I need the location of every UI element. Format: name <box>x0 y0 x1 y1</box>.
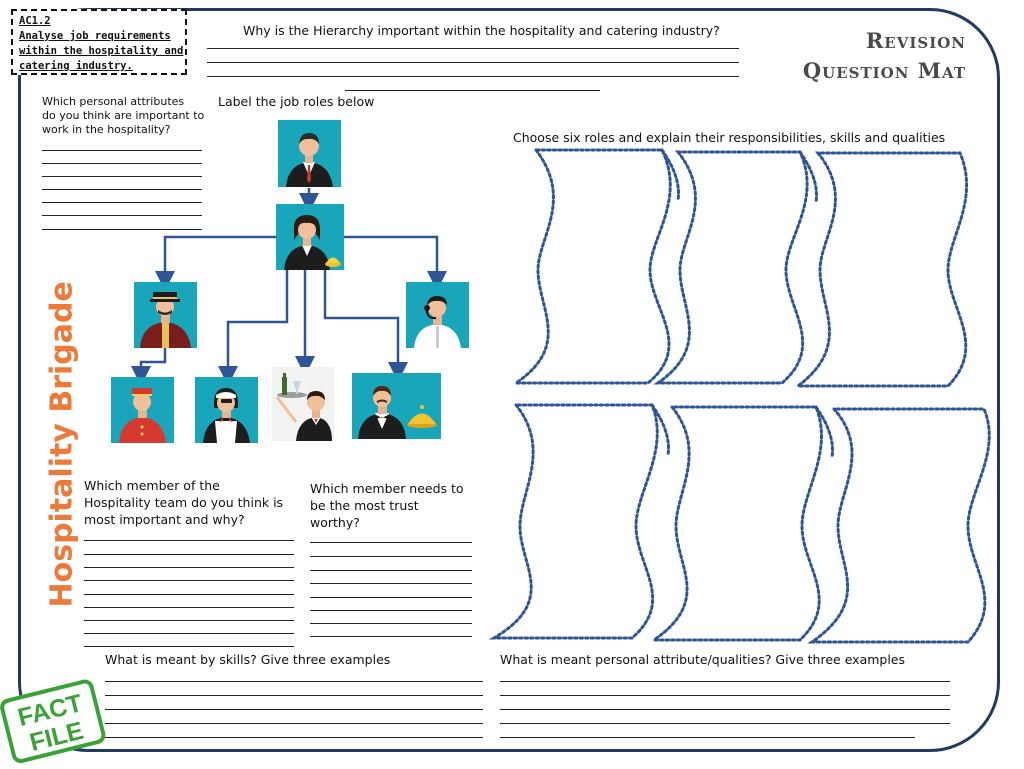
label-prompt: Label the job roles below <box>218 94 375 109</box>
answer-line <box>84 554 294 555</box>
attributes-question-line-2: do you think are important to <box>42 109 205 122</box>
answer-line <box>310 542 472 543</box>
manager-figure <box>278 120 341 187</box>
receptionist-figure <box>276 204 344 270</box>
answer-line <box>207 76 739 77</box>
role-scroll-5 <box>649 405 823 642</box>
concierge-figure <box>134 282 197 348</box>
waiter-icon <box>358 386 437 439</box>
answer-line <box>42 229 202 230</box>
trust-question-line-1: Which member needs to <box>310 481 464 496</box>
role-scroll-5-edge <box>814 405 834 459</box>
role-scroll-4 <box>488 403 659 640</box>
answer-line <box>105 737 483 738</box>
answer-line <box>310 623 472 624</box>
skills-question: What is meant by skills? Give three exam… <box>105 652 391 667</box>
important-question-line-1: Which member of the <box>84 478 220 493</box>
bellboy-icon <box>119 388 166 443</box>
answer-line <box>310 610 472 611</box>
answer-line <box>105 709 483 710</box>
answer-line <box>105 681 483 682</box>
answer-line <box>105 723 483 724</box>
attributes-question-line-3: work in the hospitality? <box>42 123 171 136</box>
manager-icon <box>286 133 333 187</box>
answer-line <box>310 636 472 637</box>
answer-line <box>84 567 294 568</box>
answer-line <box>500 681 950 682</box>
answer-line <box>84 646 294 647</box>
housekeeper-icon <box>203 388 250 443</box>
role-scroll-2-edge <box>798 150 818 204</box>
answer-line <box>310 597 472 598</box>
answer-line <box>42 215 202 216</box>
ac-text-line-3: catering industry. <box>19 60 133 72</box>
answer-line <box>207 48 739 49</box>
housekeeper-figure <box>195 377 258 443</box>
title-question-mat: Question Mat <box>802 58 966 83</box>
answer-line <box>500 723 950 724</box>
answer-line <box>84 594 294 595</box>
ac-text-line-2: within the hospitality and <box>19 45 184 57</box>
answer-line <box>500 709 950 710</box>
bellboy-figure <box>111 377 174 443</box>
important-question-line-3: most important and why? <box>84 512 245 527</box>
answer-line <box>310 583 472 584</box>
ac-text-line-1: Analyse job requirements <box>19 30 171 42</box>
answer-line <box>84 580 294 581</box>
answer-line <box>42 176 202 177</box>
attributes-question-line-1: Which personal attributes <box>42 95 185 108</box>
answer-line <box>310 570 472 571</box>
choose-roles-prompt: Choose six roles and explain their respo… <box>513 130 946 145</box>
role-scroll-1 <box>511 148 672 385</box>
fact-file-badge: FACT FILE <box>0 679 106 763</box>
answer-line <box>105 695 483 696</box>
answer-line <box>84 633 294 634</box>
role-scroll-3 <box>793 151 969 388</box>
role-scroll-1-edge <box>660 148 680 202</box>
role-scroll-4-edge <box>650 403 670 457</box>
qualities-question: What is meant personal attribute/qualiti… <box>500 652 906 667</box>
answer-line <box>84 540 294 541</box>
ac-code: AC1.2 <box>19 15 51 27</box>
answer-line <box>42 202 202 203</box>
waiter-figure <box>352 373 441 439</box>
answer-line <box>500 695 950 696</box>
headset-staff-icon <box>414 296 461 348</box>
answer-line <box>310 556 472 557</box>
title-revision: Revision <box>865 28 966 53</box>
answer-line <box>42 163 202 164</box>
sommelier-icon <box>275 373 332 441</box>
receptionist-icon <box>284 215 341 270</box>
answer-line <box>500 737 915 738</box>
trust-question-line-3: worthy? <box>310 515 360 530</box>
ac-objective-box: AC1.2 Analyse job requirements within th… <box>11 9 187 75</box>
role-scroll-2 <box>653 150 809 385</box>
answer-line <box>207 62 739 63</box>
chef-figure <box>406 282 469 348</box>
answer-line <box>345 90 600 91</box>
answer-line <box>84 607 294 608</box>
answer-line <box>84 620 294 621</box>
answer-line <box>42 189 202 190</box>
concierge-icon <box>140 292 191 348</box>
hierarchy-question: Why is the Hierarchy important within th… <box>243 23 720 38</box>
important-question-line-2: Hospitality team do you think is <box>84 495 284 510</box>
answer-line <box>42 150 202 151</box>
sommelier-figure <box>272 367 334 441</box>
trust-question-line-2: be the most trust <box>310 498 419 513</box>
role-scroll-6 <box>807 407 991 644</box>
